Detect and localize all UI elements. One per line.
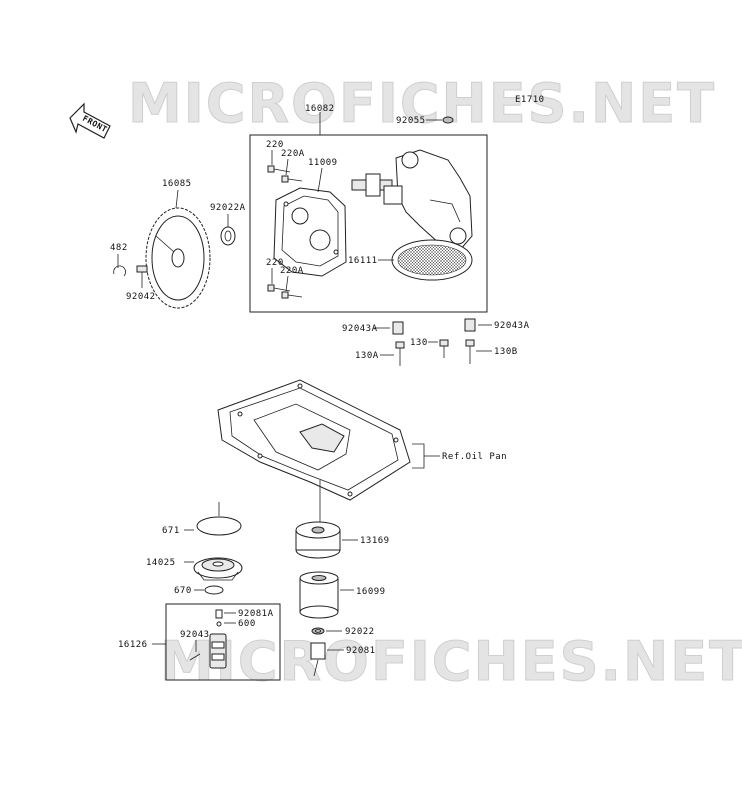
relief-valve-frame: [165, 603, 281, 681]
ball-600: [216, 621, 222, 627]
part-label-220-top: 220: [266, 140, 284, 150]
part-label-16111: 16111: [348, 256, 378, 266]
part-label-92043: 92043: [180, 630, 210, 640]
bushing-92043A-right: [464, 318, 476, 332]
washer-92055: [442, 116, 454, 124]
part-label-92022A: 92022A: [210, 203, 246, 213]
oil-pump-assembly-frame: [249, 134, 488, 313]
part-label-220-bottom: 220: [266, 258, 284, 268]
part-label-92043A-left: 92043A: [342, 324, 378, 334]
part-label-14025: 14025: [146, 558, 176, 568]
circlip-482: [113, 265, 126, 277]
ref-oil-pan-label: Ref.Oil Pan: [442, 452, 507, 462]
diagram-code: E1710: [515, 95, 545, 105]
watermark-top: MICROFICHES.NET: [128, 72, 716, 135]
oil-filter-16099: [299, 571, 339, 619]
oil-strainer: [391, 239, 473, 281]
bolt-130B: [465, 339, 475, 364]
part-label-482: 482: [110, 243, 128, 253]
oil-pump-body: [351, 149, 473, 251]
part-label-11009: 11009: [308, 158, 338, 168]
part-label-130A: 130A: [355, 351, 379, 361]
part-label-600: 600: [238, 619, 256, 629]
part-label-92042: 92042: [126, 292, 156, 302]
relief-valve-body: [209, 633, 227, 669]
spring-92081A: [215, 609, 223, 619]
bolt-130: [439, 339, 449, 358]
part-label-671: 671: [162, 526, 180, 536]
part-label-130B: 130B: [494, 347, 518, 357]
part-label-92022: 92022: [345, 627, 375, 637]
o-ring-670: [204, 585, 224, 595]
part-label-92055: 92055: [396, 116, 426, 126]
oil-pan: [217, 379, 411, 501]
watermark-bottom: MICROFICHES.NET: [160, 630, 742, 693]
oil-pump-gear: [145, 207, 211, 309]
bolt-220-top: [267, 165, 291, 173]
part-label-220A-bottom: 220A: [280, 266, 304, 276]
filter-cover-14025: [193, 557, 243, 581]
oil-pump-cover: [273, 187, 347, 277]
part-label-16126: 16126: [118, 640, 148, 650]
o-ring-671: [196, 516, 242, 536]
part-label-92081A: 92081A: [238, 609, 274, 619]
part-label-13169: 13169: [360, 536, 390, 546]
bushing-92043A-left: [392, 321, 404, 335]
part-label-92081: 92081: [346, 646, 376, 656]
spring-92081: [310, 642, 326, 660]
bolt-220A-bottom: [281, 291, 303, 299]
part-label-670: 670: [174, 586, 192, 596]
pin-92042: [136, 265, 148, 273]
bolt-220-bottom: [267, 284, 291, 292]
pin-92043: [189, 653, 201, 661]
part-label-16082: 16082: [305, 104, 335, 114]
part-label-130: 130: [410, 338, 428, 348]
bolt-220A-top: [281, 175, 303, 183]
part-label-16085: 16085: [162, 179, 192, 189]
part-label-220A-top: 220A: [281, 149, 305, 159]
washer-92022A: [220, 226, 236, 246]
bolt-130A: [395, 341, 405, 366]
part-label-16099: 16099: [356, 587, 386, 597]
part-label-92043A-right: 92043A: [494, 321, 530, 331]
filter-adapter-13169: [295, 521, 341, 559]
front-arrow-icon: FRONT: [69, 102, 111, 139]
